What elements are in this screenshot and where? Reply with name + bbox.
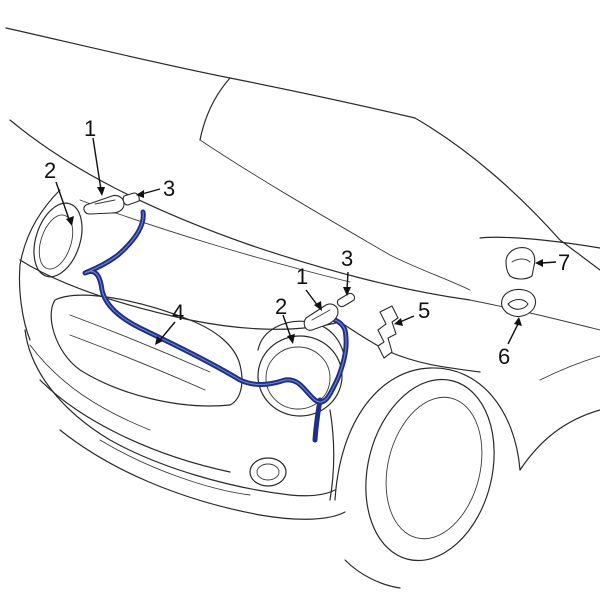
car-body — [5, 27, 600, 589]
leader-lines — [55, 137, 557, 345]
callout-7: 7 — [558, 250, 570, 275]
callout-1-right: 1 — [296, 264, 308, 289]
hose-clip-upper — [505, 247, 536, 280]
right-washer-nozzle — [303, 303, 339, 331]
callout-1-left: 1 — [84, 116, 96, 141]
callout-2-left: 2 — [44, 158, 56, 183]
left-nozzle-cap — [122, 192, 140, 206]
hose-bracket — [377, 305, 399, 359]
callout-3-right: 3 — [341, 246, 353, 271]
left-washer-nozzle — [83, 194, 125, 215]
callout-4: 4 — [172, 300, 184, 325]
washer-hose — [82, 209, 349, 443]
callout-2-right: 2 — [275, 294, 287, 319]
callout-3-left: 3 — [163, 176, 175, 201]
right-nozzle-cap — [336, 292, 356, 308]
callout-6: 6 — [498, 344, 510, 369]
callout-labels: 1 2 3 1 2 3 4 5 6 7 — [44, 116, 570, 369]
callout-5: 5 — [418, 298, 430, 323]
hose-clip-lower — [501, 288, 537, 318]
